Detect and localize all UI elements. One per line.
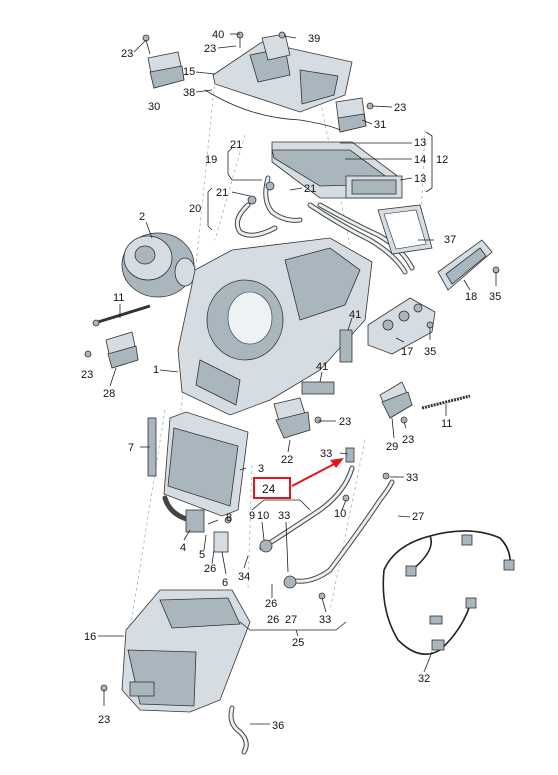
actuator-motor-top-right xyxy=(335,97,367,133)
housing-top-cover xyxy=(204,33,353,131)
part-label: 30 xyxy=(148,101,160,113)
part-label: 33 xyxy=(320,448,332,460)
part-label: 23 xyxy=(402,434,414,446)
part-label: 14 xyxy=(414,154,426,166)
part-label: 40 xyxy=(212,29,224,41)
part-label: 22 xyxy=(281,454,293,466)
linkage-rod-right xyxy=(421,394,471,410)
part-label: 12 xyxy=(436,154,448,166)
actuator-center xyxy=(273,397,311,439)
part-label: 28 xyxy=(103,388,115,400)
part-label: 41 xyxy=(316,361,328,373)
drain-hose xyxy=(228,705,249,755)
part-label: 4 xyxy=(180,542,186,554)
highlight-arrow-head xyxy=(330,458,344,468)
part-label: 8 xyxy=(226,512,232,524)
part-label: 17 xyxy=(401,346,413,358)
highlight-callout: 24 xyxy=(253,458,344,499)
part-label: 23 xyxy=(394,102,406,114)
foam-seals xyxy=(301,329,353,395)
part-label: 37 xyxy=(444,234,456,246)
part-label: 35 xyxy=(489,291,501,303)
actuator-left xyxy=(105,331,139,369)
actuator-motor-top-left xyxy=(147,51,185,89)
blower-motor xyxy=(121,232,196,298)
part-label: 23 xyxy=(98,714,110,726)
part-label: 36 xyxy=(272,720,284,732)
highlight-label: 24 xyxy=(262,482,276,496)
part-label: 27 xyxy=(285,614,297,626)
part-label: 33 xyxy=(278,510,290,522)
part-label: 33 xyxy=(319,614,331,626)
part-label: 26 xyxy=(265,598,277,610)
part-label: 18 xyxy=(465,291,477,303)
lower-housing xyxy=(121,589,251,713)
part-label: 26 xyxy=(267,614,279,626)
part-label: 20 xyxy=(189,203,201,215)
part-label: 31 xyxy=(374,119,386,131)
part-label: 11 xyxy=(113,292,124,304)
part-label: 2 xyxy=(139,211,145,223)
part-label: 21 xyxy=(216,187,228,199)
part-label: 9 xyxy=(249,510,255,522)
part-label: 21 xyxy=(304,183,316,195)
gasket-frame xyxy=(377,204,433,255)
part-label: 32 xyxy=(418,673,430,685)
part-label: 21 xyxy=(230,139,242,151)
wiring-harness xyxy=(382,530,515,656)
part-label: 39 xyxy=(308,33,320,45)
part-label: 6 xyxy=(222,577,228,589)
refrigerant-lines xyxy=(259,447,395,589)
part-label: 23 xyxy=(339,416,351,428)
part-label: 16 xyxy=(84,631,96,643)
part-number-labels: 40 39 23 23 15 38 30 23 31 13 14 12 13 1… xyxy=(81,29,501,732)
screws xyxy=(84,31,500,706)
part-label: 25 xyxy=(292,637,304,649)
heater-core xyxy=(271,141,403,199)
part-label: 23 xyxy=(121,48,133,60)
part-label: 15 xyxy=(183,66,195,78)
part-label: 35 xyxy=(424,346,436,358)
linkage-rod-left xyxy=(92,304,151,327)
part-label: 10 xyxy=(257,510,269,522)
part-label: 3 xyxy=(258,463,264,475)
part-label: 13 xyxy=(414,137,426,149)
part-label: 13 xyxy=(414,173,426,185)
evaporator xyxy=(147,411,249,517)
part-label: 41 xyxy=(349,309,361,321)
actuator-right xyxy=(379,381,413,419)
part-label: 33 xyxy=(406,472,418,484)
highlight-box xyxy=(253,477,291,499)
part-label: 10 xyxy=(334,508,346,520)
part-label: 29 xyxy=(386,441,398,453)
air-distribution-module xyxy=(367,297,436,355)
part-label: 1 xyxy=(153,364,159,376)
expansion-valve-assembly xyxy=(162,495,232,553)
part-label: 7 xyxy=(128,442,134,454)
part-label: 11 xyxy=(441,418,452,430)
part-label: 19 xyxy=(205,154,217,166)
part-label: 34 xyxy=(238,571,250,583)
leader-lines xyxy=(98,33,471,725)
part-label: 23 xyxy=(204,43,216,55)
part-label: 26 xyxy=(204,563,216,575)
part-label: 38 xyxy=(183,87,195,99)
part-label: 5 xyxy=(199,549,205,561)
control-module xyxy=(437,239,493,291)
part-label: 27 xyxy=(412,511,424,523)
part-label: 23 xyxy=(81,369,93,381)
coolant-hoses xyxy=(234,175,415,275)
main-housing xyxy=(177,237,373,416)
